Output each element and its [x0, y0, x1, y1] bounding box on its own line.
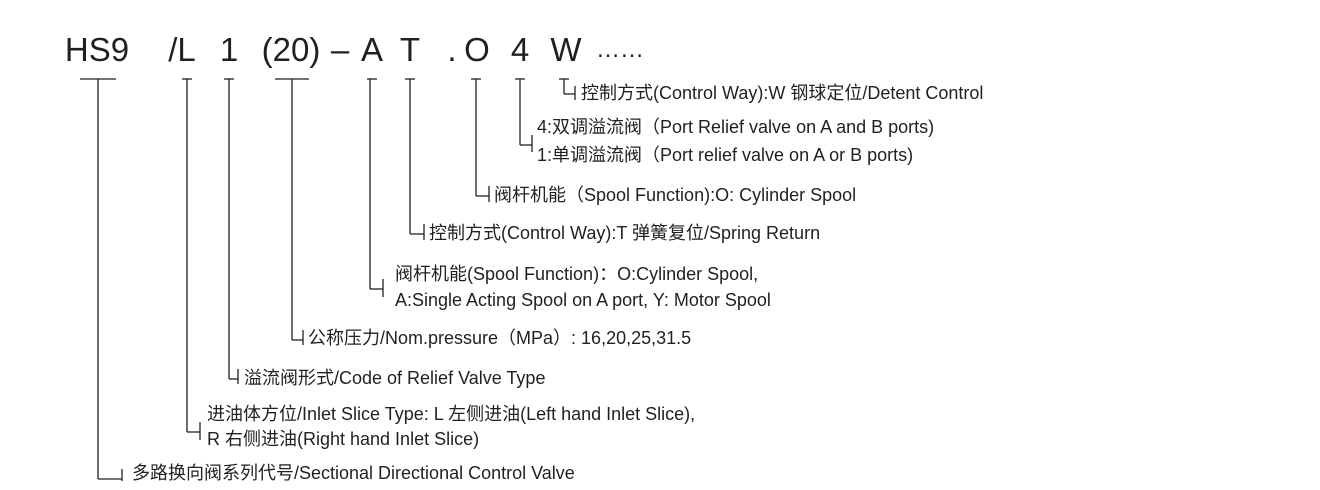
code-relief2: 4 [510, 31, 530, 68]
code-control: T [399, 31, 421, 68]
code-control2: W [550, 31, 582, 68]
code-spool2: O [464, 31, 490, 68]
label-spool-a-line1: 阀杆机能(Spool Function)：O:Cylinder Spool, [395, 264, 759, 284]
label-spool-o: 阀杆机能（Spool Function):O: Cylinder Spool [494, 185, 857, 205]
label-series: 多路换向阀系列代号/Sectional Directional Control … [132, 463, 575, 483]
label-relief-1: 1:单调溢流阀（Port relief valve on A or B port… [537, 145, 914, 165]
code-relief: 1 [219, 31, 239, 68]
label-relief-4: 4:双调溢流阀（Port Relief valve on A and B por… [537, 117, 935, 137]
code-pressure: (20) [261, 31, 321, 68]
code-dot: . [447, 31, 457, 68]
label-inlet-line2: R 右侧进油(Right hand Inlet Slice) [207, 429, 480, 449]
label-spool-a-line2: A:Single Acting Spool on A port, Y: Moto… [395, 290, 771, 310]
label-pressure: 公称压力/Nom.pressure（MPa）: 16,20,25,31.5 [308, 328, 692, 348]
code-inlet: /L [168, 31, 196, 68]
label-inlet-line1: 进油体方位/Inlet Slice Type: L 左侧进油(Left hand… [207, 404, 696, 424]
code-ellipsis: …… [596, 36, 644, 63]
code-dash: – [330, 31, 350, 68]
label-control-way-w: 控制方式(Control Way):W 钢球定位/Detent Control [581, 83, 984, 103]
label-control-way-t: 控制方式(Control Way):T 弹簧复位/Spring Return [429, 223, 821, 243]
label-relief-type: 溢流阀形式/Code of Relief Valve Type [244, 368, 546, 388]
code-series: HS9 [64, 31, 130, 68]
code-spool: A [360, 31, 384, 68]
